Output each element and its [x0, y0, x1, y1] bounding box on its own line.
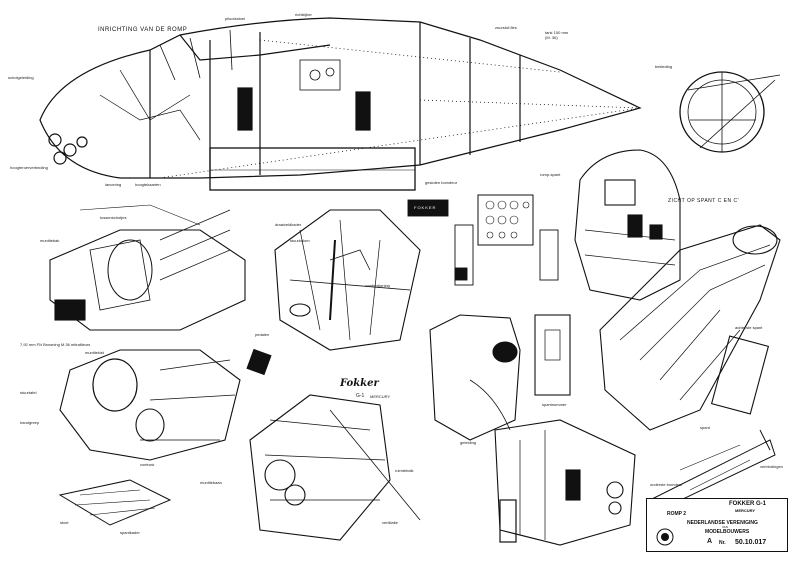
- callout-label: zuurstof-fles: [495, 25, 517, 30]
- title-variant: MERCURY: [735, 508, 756, 513]
- engine-mount-frame: [249, 394, 421, 541]
- callout-label: munitiebaan: [200, 480, 222, 485]
- logo-model: G-1: [356, 393, 365, 399]
- callout-label: munitiebak: [40, 238, 60, 243]
- callout-label: 7,92 mm FN Browning M.36 mitrailleurs: [20, 342, 91, 347]
- society-seal-icon: [656, 528, 674, 546]
- title-model: FOKKER G-1: [729, 501, 767, 507]
- fokker-logo: Fokker: [340, 378, 379, 389]
- callout-label: stuurkolom: [290, 238, 310, 243]
- callout-label: tank 150 mm: [545, 30, 569, 35]
- callout-label: tussenschotjes: [100, 215, 127, 220]
- callout-label: stuurtafel: [20, 390, 37, 395]
- callout-label: spantkader: [120, 530, 140, 535]
- callout-label: verbindingen: [760, 464, 783, 469]
- callout-label: draaiveldkader: [275, 222, 302, 227]
- callout-label: munitiekist: [85, 350, 104, 355]
- tail-cone-frame: [599, 224, 781, 431]
- scale-mark: A: [707, 538, 713, 545]
- rear-turret-frame: [574, 149, 681, 301]
- callout-label: romp-spant: [540, 172, 561, 177]
- callout-label: lancering: [105, 182, 122, 187]
- cockpit-frame-assembly: [274, 209, 421, 351]
- logo-subname: MERCURY: [370, 394, 391, 399]
- callout-label: pedalen: [255, 332, 270, 337]
- callout-label: richtkijker: [295, 12, 312, 17]
- callout-label: voetbediening: [365, 283, 390, 288]
- nose-gun-assembly: [49, 204, 246, 331]
- fuselage-heading: INRICHTING VAN DE ROMP: [98, 27, 188, 33]
- instrument-panels: [407, 194, 559, 286]
- callout-label: spant: [700, 425, 710, 430]
- callout-label: ventilatie: [382, 520, 398, 525]
- turret-view-note: ZICHT OP SPANT C EN C': [668, 198, 740, 204]
- callout-label: geleiding: [460, 440, 477, 445]
- callout-label: achterste spant: [735, 325, 763, 330]
- drawing-number: 50.10.017: [735, 539, 767, 546]
- callout-label: stoel: [60, 520, 69, 525]
- title-sheet: ROMP 2: [667, 511, 687, 517]
- callout-label: schotgeleiding: [8, 75, 34, 80]
- callout-label: onderste bomdeur: [650, 482, 683, 487]
- gunner-seat-assembly: [429, 314, 571, 441]
- org-line-3: MODELBOUWERS: [705, 529, 750, 535]
- fuselage-side-view: [39, 17, 642, 191]
- org-line-2: VAN: [722, 525, 728, 529]
- callout-label: handgreep: [20, 420, 40, 425]
- callout-label: pilootsstoel: [225, 16, 246, 21]
- callout-label: voetrust: [140, 462, 155, 467]
- callout-label: hoogtekaarten: [135, 182, 161, 187]
- callout-label: bekleding: [655, 64, 673, 69]
- wing-root-frame: [59, 348, 272, 461]
- callout-label: spantnummer: [542, 402, 567, 407]
- title-block: FOKKER G-1 MERCURY ROMP 2 NEDERLANDSE VE…: [646, 498, 788, 552]
- callout-label: ruimtebalk: [395, 468, 414, 473]
- callout-label: gesloten bomdeur: [425, 180, 458, 185]
- fuselage-cross-section-ring: [679, 71, 781, 153]
- callout-label: (M. 36): [545, 35, 558, 40]
- callout-label: hoogteroerverbinding: [10, 165, 48, 170]
- floor-panel: [58, 479, 172, 526]
- rear-bay-frame: [494, 419, 636, 546]
- number-label: Nr.: [719, 540, 726, 546]
- org-line-1: NEDERLANDSE VERENIGING: [687, 520, 758, 526]
- instrument-display-text: FOKKER: [414, 205, 437, 210]
